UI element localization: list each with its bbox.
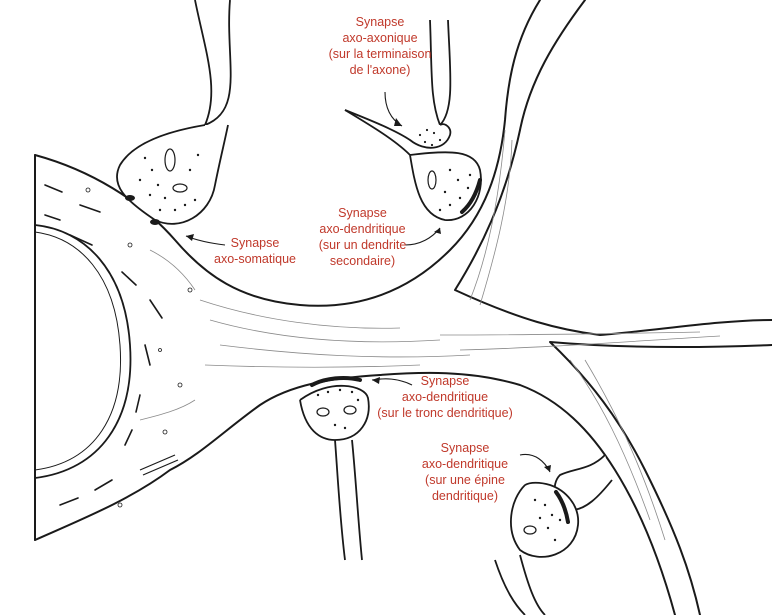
- label-axo-axonique-line-3: (sur la terminaison: [328, 47, 432, 61]
- label-axo-axonique: Synapse axo-axonique (sur la terminaison…: [310, 14, 450, 78]
- soma-granules: [85, 187, 193, 508]
- nucleus: [34, 224, 132, 479]
- cytoplasm-fibrils: [139, 129, 721, 541]
- axo-axonic-terminal: [344, 19, 452, 149]
- label-axo-axonique-line-1: Synapse: [355, 15, 405, 29]
- label-axo-dendritique-secondaire-line-3: (sur un dendrite: [318, 238, 407, 252]
- label-axo-axonique-line-4: de l'axone): [349, 63, 411, 77]
- label-axo-dendritique-secondaire-line-2: axo-dendritique: [319, 222, 406, 236]
- label-axo-dendritique-secondaire: Synapse axo-dendritique (sur un dendrite…: [300, 205, 425, 269]
- label-axo-somatique-line-1: Synapse: [230, 236, 280, 250]
- neuron-outline: [34, 0, 772, 615]
- label-axo-dendritique-tronc-line-2: axo-dendritique: [401, 390, 489, 404]
- axo-dendritic-trunk-terminal: [299, 375, 370, 561]
- axo-somatic-terminal: [116, 0, 232, 225]
- label-axo-dendritique-secondaire-line-4: secondaire): [329, 254, 396, 268]
- axo-dendritic-spine-terminal: [494, 481, 579, 615]
- lower-soma-marks: [139, 454, 179, 476]
- soma-organelles: [44, 184, 163, 506]
- label-axo-dendritique-epine: Synapse axo-dendritique (sur une épine d…: [405, 440, 525, 504]
- label-axo-dendritique-secondaire-line-1: Synapse: [338, 206, 387, 220]
- axo-dendritic-secondary-terminal: [344, 109, 482, 221]
- label-axo-dendritique-epine-line-2: axo-dendritique: [421, 457, 509, 471]
- label-axo-dendritique-epine-line-3: (sur une épine: [425, 473, 505, 487]
- label-axo-dendritique-epine-line-4: dendritique): [431, 489, 498, 503]
- label-axo-dendritique-epine-line-1: Synapse: [440, 441, 490, 455]
- label-axo-dendritique-tronc-line-3: (sur le tronc dendritique): [377, 406, 513, 420]
- label-axo-somatique-line-2: axo-somatique: [214, 252, 296, 266]
- axo-somatic-contact: [125, 195, 160, 225]
- arrowheads: [186, 118, 551, 472]
- label-axo-dendritique-tronc-line-1: Synapse: [420, 374, 470, 388]
- label-axo-axonique-line-2: axo-axonique: [342, 31, 418, 45]
- label-axo-dendritique-tronc: Synapse axo-dendritique (sur le tronc de…: [365, 373, 525, 421]
- label-axo-somatique: Synapse axo-somatique: [200, 235, 310, 267]
